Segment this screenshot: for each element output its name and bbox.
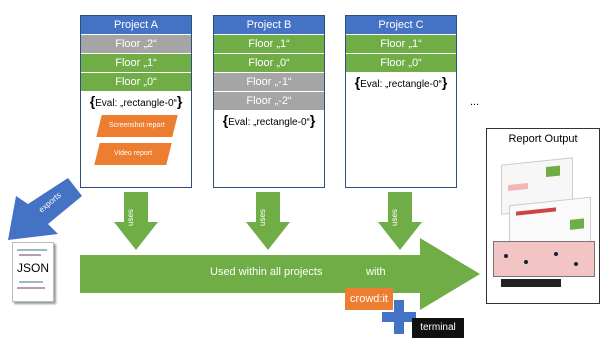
project-c-eval: {Eval: „rectangle-0“} (354, 74, 448, 90)
main-arrow-label: Used within all projects (210, 266, 323, 278)
project-b-eval: {Eval: „rectangle-0“} (222, 112, 316, 128)
floor-item: Floor „1“ (81, 53, 191, 72)
uses-arrow-b (246, 192, 290, 250)
uses-label-a: uses (126, 209, 135, 226)
report-output-title: Report Output (508, 133, 578, 145)
project-a-eval: {Eval: „rectangle-0“} (89, 93, 183, 109)
exports-arrow (8, 178, 82, 240)
uses-arrow-a (114, 192, 158, 250)
uses-arrow-c (378, 192, 422, 250)
floor-item: Floor „1“ (346, 34, 456, 53)
floor-item: Floor „2“ (81, 34, 191, 53)
report-preview-bar (501, 279, 561, 287)
plus-icon-h (382, 312, 416, 322)
floor-item: Floor „-2“ (214, 91, 324, 110)
project-c-card: Project C Floor „1“ Floor „0“ {Eval: „re… (345, 15, 457, 188)
project-a-card: Project A Floor „2“ Floor „1“ Floor „0“ … (80, 15, 192, 188)
report-preview-3 (493, 241, 595, 277)
uses-label-b: uses (258, 209, 267, 226)
eval-label: Eval: „rectangle-0“ (228, 117, 310, 128)
project-b-title: Project B (214, 16, 324, 34)
ellipsis: ... (470, 96, 480, 108)
json-label: JSON (16, 261, 49, 275)
eval-label: Eval: „rectangle-0“ (360, 79, 442, 90)
uses-label-c: uses (390, 209, 399, 226)
crowdit-logo: crowd:it (345, 288, 393, 310)
project-c-title: Project C (346, 16, 456, 34)
floor-item: Floor „0“ (214, 53, 324, 72)
screenshot-report: Screenshot report (96, 115, 178, 137)
terminal-logo: terminal (412, 318, 464, 338)
project-b-card: Project B Floor „1“ Floor „0“ Floor „-1“… (213, 15, 325, 188)
with-label: with (366, 266, 386, 278)
floor-item: Floor „1“ (214, 34, 324, 53)
floor-item: Floor „0“ (81, 72, 191, 91)
floor-item: Floor „-1“ (214, 72, 324, 91)
floor-item: Floor „0“ (346, 53, 456, 72)
report-output-card: Report Output (486, 128, 600, 304)
video-report: Video report (94, 143, 172, 165)
eval-label: Eval: „rectangle-0“ (95, 98, 177, 109)
project-a-title: Project A (81, 16, 191, 34)
json-document-icon: JSON (12, 242, 54, 302)
